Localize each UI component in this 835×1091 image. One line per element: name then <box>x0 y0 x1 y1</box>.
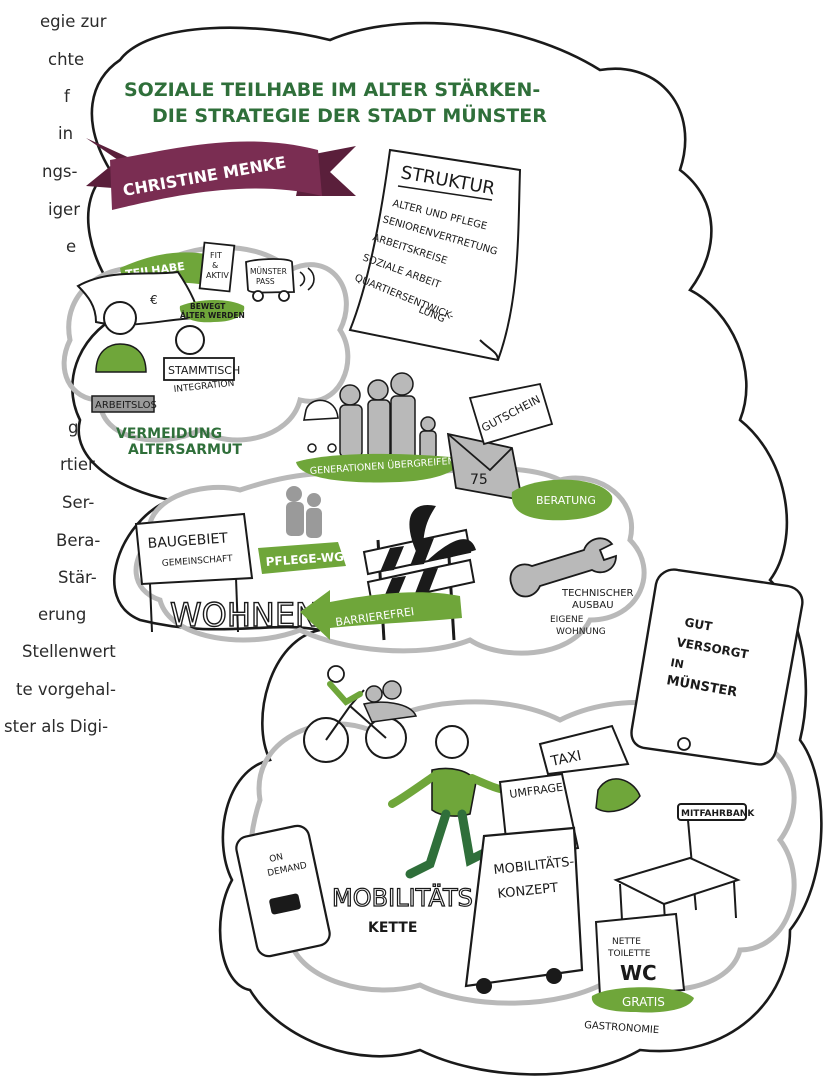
body-text-line: f <box>64 87 70 106</box>
technischer-line: TECHNISCHER <box>561 588 634 599</box>
outer-cloud-outline <box>71 21 823 1076</box>
phone-line: GUT <box>683 615 714 634</box>
title-line-1: SOZIALE TEILHABE IM ALTER STÄRKEN- <box>124 77 540 101</box>
fit-aktiv-line: AKTIV <box>206 271 229 280</box>
man-head <box>175 325 205 355</box>
fit-aktiv-line: FIT <box>210 251 222 260</box>
on-demand-line: ON <box>269 852 285 865</box>
kette-label: KETTE <box>368 920 417 936</box>
integration-label: INTEGRATION <box>173 379 235 395</box>
body-text-line: Stellenwert <box>22 642 116 661</box>
body-text-line: rtier <box>60 455 95 474</box>
gratis-label: GRATIS <box>622 995 665 1009</box>
gastronomie-label: GASTRONOMIE <box>584 1020 660 1036</box>
fit-aktiv-flyer <box>198 241 236 293</box>
body-text-line: erung <box>38 605 87 624</box>
wrench-icon <box>509 537 617 598</box>
body-text-line: e <box>66 237 77 256</box>
fit-aktiv-line: & <box>212 261 218 270</box>
rickshaw-icon <box>303 665 418 763</box>
woman-head <box>103 301 137 335</box>
number-75: 75 <box>470 472 488 488</box>
age-badge: 55+ <box>110 377 137 391</box>
body-text-line: egie zur <box>40 12 107 31</box>
stammtisch-label: STAMMTISCH <box>168 364 240 377</box>
baugebiet-line: BAUGEBIET <box>147 530 229 552</box>
body-text-line: ster als Digi- <box>4 717 109 736</box>
mobilitaets-label: MOBILITÄTS <box>332 883 473 912</box>
wc-label: WC <box>620 961 657 985</box>
cluster-3: TAXI UMFRAGE MITFAHRBANK ON DEMAND MOBIL… <box>235 665 755 1036</box>
bus-icon <box>269 893 301 915</box>
arbeitslos-sign: ARBEITSLOS <box>95 400 157 411</box>
technischer-line: AUSBAU <box>572 600 614 611</box>
technischer-line: EIGENE <box>550 615 584 625</box>
muenster-pass-line: MÜNSTER <box>250 267 287 276</box>
body-text-line: iger <box>48 200 80 219</box>
body-text-line: Stär- <box>58 568 97 587</box>
on-demand-phone <box>235 824 331 958</box>
runner-head <box>435 725 469 759</box>
body-text-line: Ser- <box>62 493 95 512</box>
body-text-line: in <box>58 124 74 143</box>
body-text-line: chte <box>48 50 85 69</box>
speaker-banner: CHRISTINE MENKE <box>86 138 356 210</box>
bewegt-line: ÄLTER WERDEN <box>180 311 245 320</box>
beratung-label: BERATUNG <box>536 494 596 507</box>
title-line-2: DIE STRATEGIE DER STADT MÜNSTER <box>152 103 547 127</box>
body-text-line: ngs- <box>42 162 78 181</box>
wohnen-label: WOHNEN <box>170 596 319 634</box>
bewegt-line: BEWEGT <box>190 302 226 311</box>
technischer-line: WOHNUNG <box>556 627 606 637</box>
cluster-1: TEILHABE € FIT & AKTIV MÜNSTER PASS BEWE… <box>76 241 315 458</box>
phone-line: IN <box>669 656 684 671</box>
nette-toilette-line: TOILETTE <box>607 949 651 959</box>
mitfahrbank-sign: MITFAHRBANK <box>681 809 755 819</box>
euro-icon: € <box>150 293 158 307</box>
vermeidung-line: ALTERSARMUT <box>128 442 242 458</box>
body-text-line: Bera- <box>56 531 101 550</box>
konzept-line: KONZEPT <box>497 881 559 902</box>
taxi-sign: TAXI <box>549 748 583 770</box>
body-text-line: te vorgehal- <box>16 680 116 699</box>
cluster-2: GENERATIONEN ÜBERGREIFEND GUTSCHEIN 75 B… <box>134 372 634 641</box>
nette-toilette-line: NETTE <box>612 937 641 947</box>
phone-gut-versorgt: GUT VERSORGT IN MÜNSTER <box>630 568 804 766</box>
bench-icon <box>613 856 741 941</box>
vermeidung-line: VERMEIDUNG <box>116 426 222 442</box>
baugebiet-line: GEMEINSCHAFT <box>162 554 234 569</box>
body-text-line: g <box>68 418 79 437</box>
pflege-wg-label: PFLEGE-WG <box>265 550 344 569</box>
struktur-paper: STRUKTUR ALTER UND PFLEGE SENIORENVERTRE… <box>348 148 522 362</box>
inner-cloud-3 <box>247 699 797 1006</box>
muenster-pass-line: PASS <box>256 277 275 286</box>
